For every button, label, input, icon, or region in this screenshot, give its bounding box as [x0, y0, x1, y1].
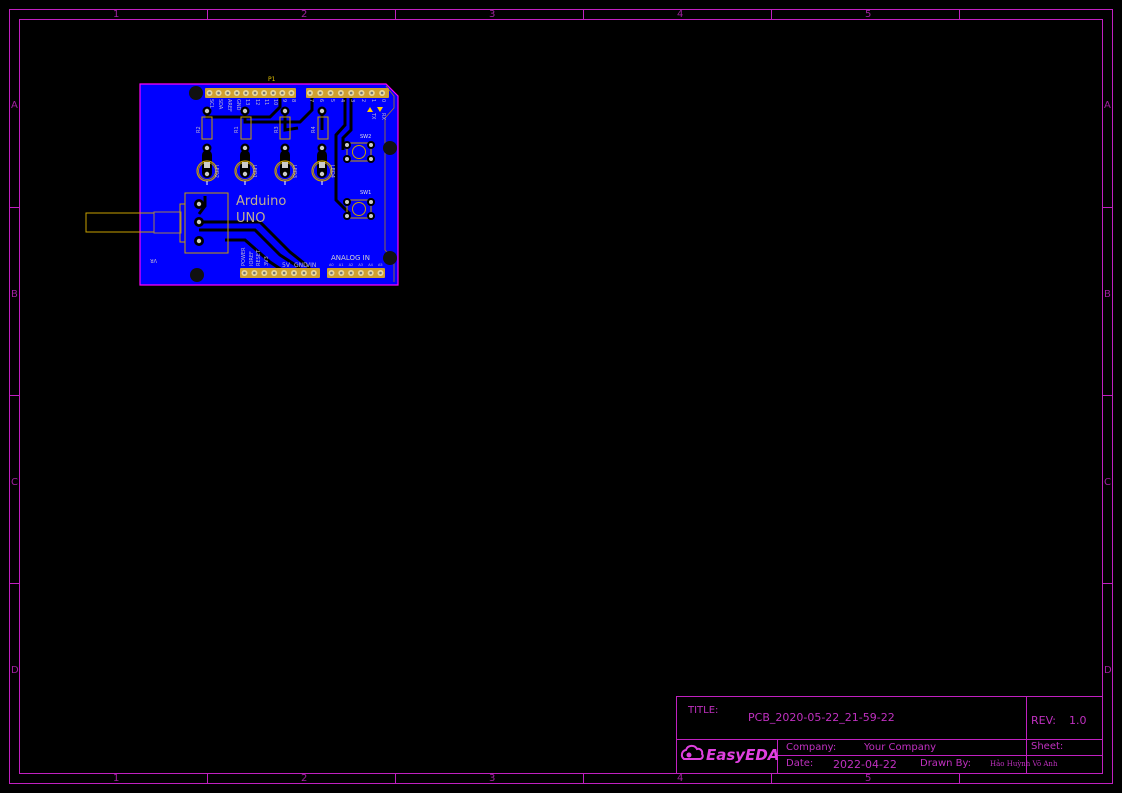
column-label: 2 [301, 773, 308, 784]
resistor-label: R1 [234, 126, 240, 133]
pin-label: 3 [349, 99, 356, 103]
pin-label: 12 [253, 99, 260, 106]
row-label: D [11, 665, 19, 676]
switch-label-sw1: SW1 [360, 190, 372, 196]
power-pin-label: POWER [241, 247, 247, 266]
pin-label: 0 [380, 99, 387, 103]
analog-in-label: ANALOG IN [331, 254, 370, 262]
header-power [240, 268, 320, 278]
pin-label: SDA [217, 99, 224, 110]
tx-label: TX [370, 113, 376, 120]
leds [196, 150, 333, 185]
pin-label: GND [235, 99, 242, 111]
pin-label: 9 [280, 99, 287, 103]
title-label: TITLE: [688, 705, 719, 716]
title-value: PCB_2020-05-22_21-59-22 [748, 711, 895, 724]
led-label: LED2 [213, 165, 219, 178]
row-label: C [11, 477, 18, 488]
column-label: 1 [113, 773, 120, 784]
board-text-uno: UNO [236, 211, 266, 226]
analog-pin-label: A1 [338, 263, 344, 267]
sheet-frame [9, 9, 1113, 784]
analog-pin-label: A0 [329, 263, 334, 267]
rx-label: RX [380, 113, 386, 120]
title-block [676, 696, 1103, 774]
switch-label-sw2: SW2 [360, 134, 372, 140]
analog-pin-label: A4 [368, 263, 373, 267]
easyeda-logo-text: EasyEDA [706, 746, 780, 764]
mounting-hole [383, 251, 397, 265]
pot-label: VR [150, 257, 157, 263]
pin-label: 10 [271, 99, 278, 106]
header-top-right [306, 88, 389, 98]
mounting-hole [189, 86, 203, 100]
resistor-pads [202, 106, 327, 153]
pin-label: 5 [328, 99, 335, 103]
row-label: A [1104, 100, 1111, 111]
pin-label: 6 [318, 99, 325, 103]
company-label: Company: [786, 742, 837, 753]
resistor-label: R4 [311, 126, 317, 133]
row-label: A [11, 100, 18, 111]
potentiometer-pads [194, 199, 204, 246]
analog-pin-label: A5 [378, 263, 383, 267]
led-label: LED3 [291, 165, 297, 178]
power-pin-label: IOREF [248, 251, 255, 266]
power-pin-label: 3V3 [263, 256, 270, 266]
company-value: Your Company [864, 742, 937, 753]
column-label: 4 [677, 9, 684, 20]
date-label: Date: [786, 758, 814, 769]
power-pin-label: GND [294, 262, 308, 269]
board-text-arduino: Arduino [236, 194, 287, 209]
column-label: 5 [865, 773, 872, 784]
rev-value: 1.0 [1069, 714, 1087, 727]
column-label: 3 [489, 773, 496, 784]
pin-label: 2 [359, 99, 366, 103]
column-label: 5 [865, 9, 872, 20]
rev-label: REV: [1031, 714, 1056, 727]
pin-label: 7 [308, 99, 314, 103]
pin-label: 8 [289, 99, 296, 103]
resistors [201, 116, 329, 140]
power-pin-label: 5V [282, 262, 290, 269]
header-pins [206, 90, 386, 276]
resistor-label: R3 [274, 126, 280, 133]
easyeda-logo-icon [680, 744, 704, 760]
switches [343, 141, 375, 220]
pin-label: 1 [369, 99, 376, 103]
pin-label: 4 [338, 99, 345, 103]
potentiometer [85, 192, 229, 254]
analog-pin-label: A3 [358, 263, 364, 267]
power-pin-label: RESET [256, 249, 262, 266]
row-label: C [1104, 477, 1111, 488]
pin-label: 13 [244, 99, 251, 106]
pcb-board[interactable] [85, 83, 399, 286]
pin-label: SCL [208, 99, 214, 109]
pin-label: 11 [262, 99, 269, 106]
pin-label: AREF [226, 99, 233, 112]
header-analog [327, 268, 385, 278]
mounting-hole [190, 268, 204, 282]
column-label: 4 [677, 773, 684, 784]
led-label: LED1 [251, 165, 257, 178]
led-label: LED4 [329, 165, 335, 178]
column-label: 2 [301, 9, 308, 20]
column-label: 1 [113, 9, 120, 20]
row-label: D [1104, 665, 1112, 676]
tx-rx-indicator-icon [367, 107, 383, 112]
analog-pin-label: A2 [348, 263, 354, 267]
power-pin-label: VIN [306, 262, 317, 269]
row-label: B [1104, 289, 1111, 300]
row-label: B [11, 289, 18, 300]
date-value: 2022-04-22 [833, 758, 897, 771]
resistor-label: R2 [196, 126, 202, 133]
drawn-by-label: Drawn By: [920, 758, 972, 769]
mounting-hole [383, 141, 397, 155]
header-p1-label: P1 [268, 76, 276, 83]
sheet-label: Sheet: [1031, 741, 1064, 752]
drawn-by-value: Hảo Huỳnh Võ Anh [990, 760, 1058, 768]
column-label: 3 [489, 9, 496, 20]
